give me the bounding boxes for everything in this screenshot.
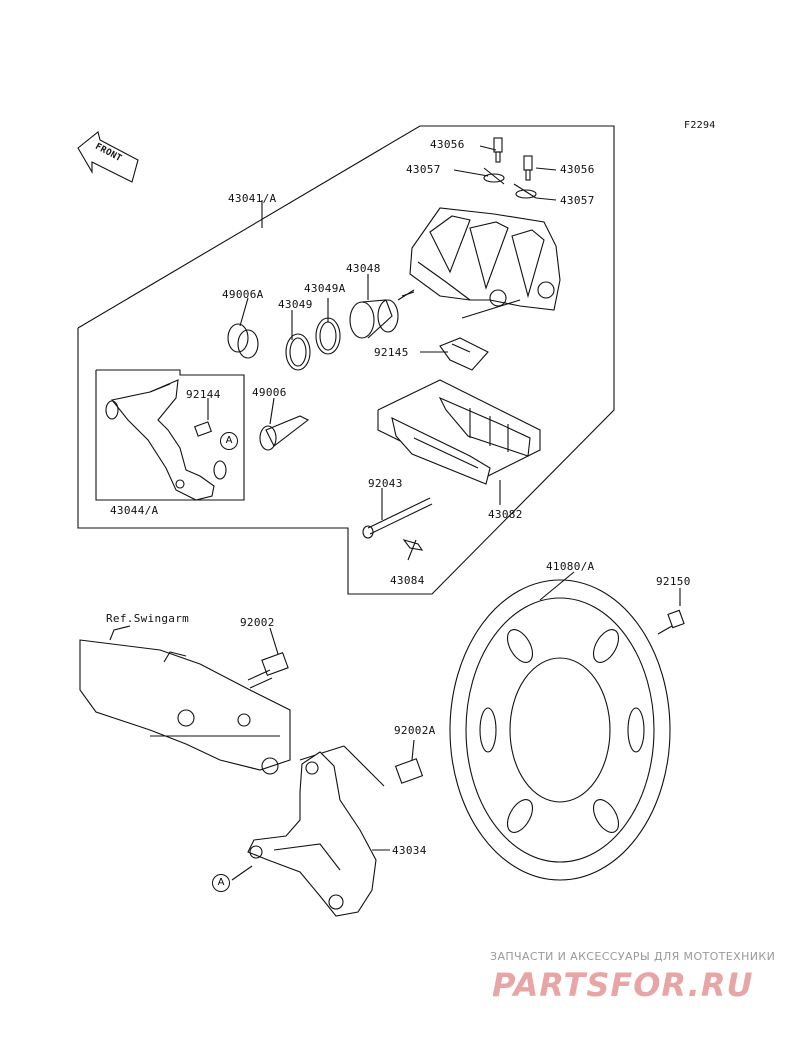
part-label-41080a[interactable]: 41080/A [546,560,595,573]
part-label-92150[interactable]: 92150 [656,575,691,588]
part-label-43048[interactable]: 43048 [346,262,381,275]
front-arrow-icon [77,131,139,183]
part-label-92002[interactable]: 92002 [240,616,275,629]
piston-and-seals-drawing [285,299,399,371]
part-label-43049a[interactable]: 43049A [304,282,346,295]
callout-a-lower: A [212,874,230,892]
ref-swingarm-label: Ref.Swingarm [106,612,190,625]
part-label-92043[interactable]: 92043 [368,477,403,490]
part-label-43056-right[interactable]: 43056 [560,163,595,176]
figure-code: F2294 [684,120,716,131]
axle-bolt-drawing [247,652,289,689]
part-label-92145[interactable]: 92145 [374,346,409,359]
part-label-43057-left[interactable]: 43057 [406,163,441,176]
caliper-assembly-boundary [77,125,615,595]
part-label-43056-top[interactable]: 43056 [430,138,465,151]
part-label-43057-right[interactable]: 43057 [560,194,595,207]
part-label-43082[interactable]: 43082 [488,508,523,521]
callout-a-upper: A [220,432,238,450]
watermark-logo: PARTSFOR.RU [492,966,754,1004]
bleeder-screw-drawing [483,137,537,199]
part-label-49006a[interactable]: 49006A [222,288,264,301]
boot-drawing [227,323,259,359]
pad-spring-drawing [439,337,489,371]
part-label-43049[interactable]: 43049 [278,298,313,311]
swingarm-drawing [79,625,291,775]
part-label-43084[interactable]: 43084 [390,574,425,587]
part-label-43034[interactable]: 43034 [392,844,427,857]
slide-pin-drawing [194,415,310,451]
bracket-bolt-drawing [394,758,424,784]
bracket-subassembly-boundary [95,369,245,501]
part-label-49006[interactable]: 49006 [252,386,287,399]
caliper-bracket-drawing [105,379,227,501]
part-label-43044a[interactable]: 43044/A [110,504,159,517]
part-label-43041a[interactable]: 43041/A [228,192,277,205]
torque-bracket-drawing [247,751,377,917]
part-label-92144[interactable]: 92144 [186,388,221,401]
brake-disc-drawing [449,579,671,881]
brake-pads-drawing [391,396,531,485]
pad-set-boundary [377,379,541,481]
caliper-body-drawing [397,207,561,319]
watermark-tagline: ЗАПЧАСТИ И АКСЕССУАРЫ ДЛЯ МОТОТЕХНИКИ [490,950,776,963]
disc-bolt-drawing [657,609,685,635]
part-label-92002a[interactable]: 92002A [394,724,436,737]
pad-pin-drawing [362,497,433,551]
